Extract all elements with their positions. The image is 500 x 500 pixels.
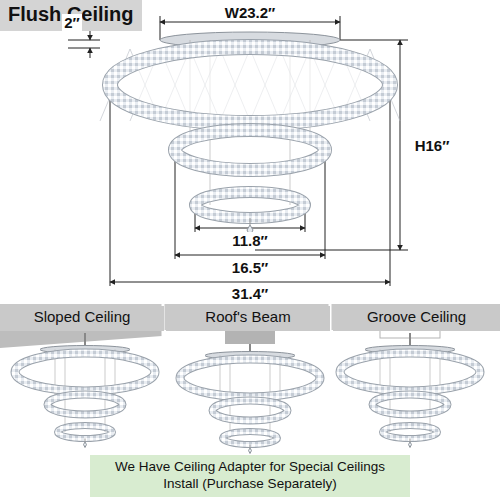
dimension-label: 16.5″ — [230, 259, 270, 276]
dimension-label: W23.2″ — [223, 4, 278, 21]
chandelier — [100, 32, 400, 236]
chandelier — [340, 346, 480, 448]
node-text: Sloped Ceiling — [4, 308, 160, 327]
ceiling-label-band: Sloped Ceiling — [0, 306, 164, 331]
node-text: We Have Ceiling Adapter for Special Ceil… — [96, 459, 404, 493]
note-box: We Have Ceiling Adapter for Special Ceil… — [90, 455, 410, 497]
chandelier — [180, 352, 320, 454]
ceiling-label-band: Groove Ceiling — [333, 306, 500, 331]
roof-beam — [225, 330, 275, 344]
node-text: Roof's Beam — [170, 308, 326, 327]
dimension-label: 11.8″ — [230, 232, 270, 249]
node-text: Groove Ceiling — [337, 308, 496, 327]
ceiling-band — [0, 304, 500, 330]
ceiling-label-band: Roof's Beam — [166, 306, 330, 331]
chandelier — [15, 346, 155, 448]
dimension-label: 2″ — [62, 14, 82, 31]
dimension-label: 31.4″ — [230, 285, 270, 302]
dimension-lines — [68, 16, 408, 286]
dimension-label: H16″ — [413, 137, 452, 154]
